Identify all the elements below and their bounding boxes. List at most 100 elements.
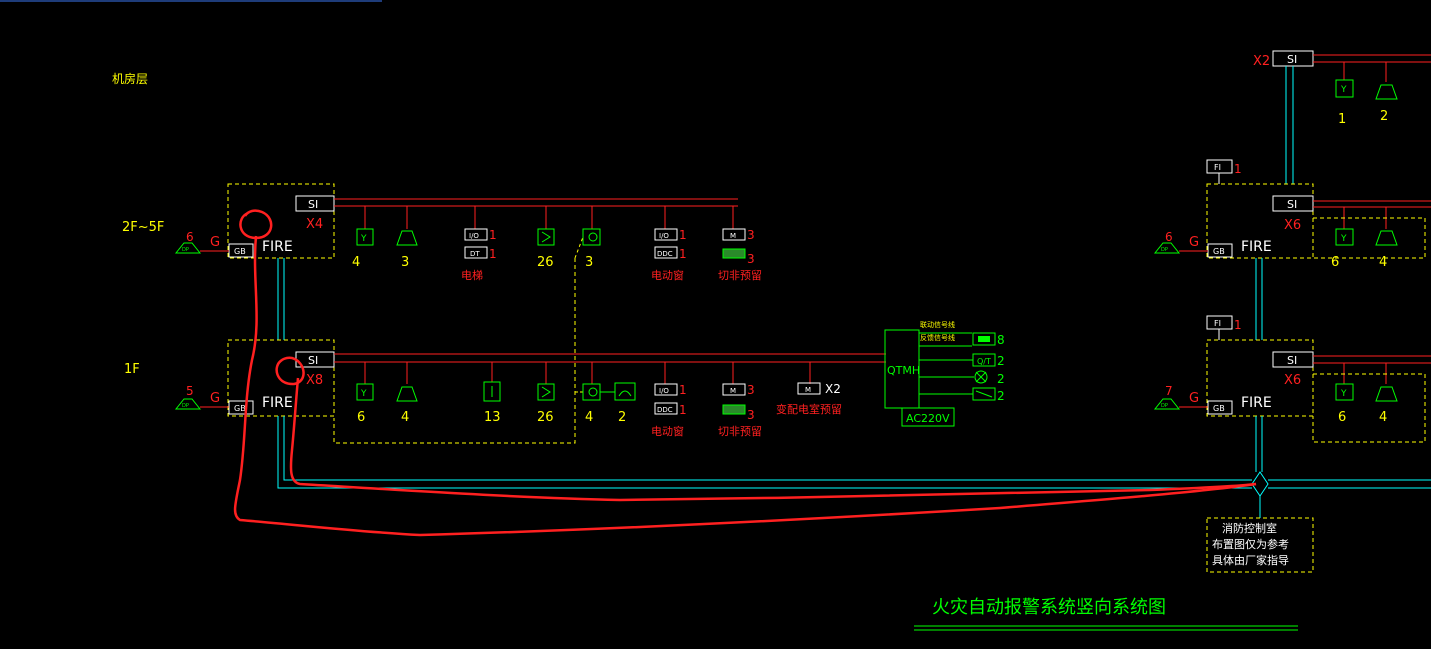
fire-panel-label: FIRE	[262, 395, 293, 411]
alarm-bell-icon	[582, 228, 601, 246]
upper-device-row: Y 4 3 I/O 1 DT 1 电梯 26 3 I/O 1 DDC 1 电动窗…	[352, 206, 762, 282]
dp-count: 5	[186, 384, 194, 398]
dp-count: 7	[1165, 384, 1173, 398]
ddc-module-icon	[654, 246, 678, 259]
ddc-count: 1	[679, 247, 687, 261]
display-device-icon	[972, 387, 996, 401]
heat-count: 2	[1380, 109, 1388, 124]
annotation-circle	[275, 356, 305, 386]
left-upper-panel: SI X4 FIRE GB G DP 6	[174, 183, 335, 259]
heat-detector-icon	[1375, 84, 1398, 100]
phone-count: 2	[618, 410, 626, 425]
io-count: 1	[679, 383, 687, 397]
fi-count: 1	[1234, 318, 1242, 332]
svg-text:Y: Y	[1340, 234, 1347, 244]
m-count: 3	[747, 383, 755, 397]
panel-tag: X4	[306, 217, 323, 232]
fan-count: 3	[747, 408, 755, 422]
display-count: 2	[997, 389, 1005, 403]
ddc-label: DDC	[657, 406, 673, 414]
smoke-detector-icon	[1335, 79, 1354, 98]
qt-label: Q/T	[977, 357, 991, 366]
fan-icon	[722, 248, 746, 259]
right-lower-panel: FI 1 SI X6 FIRE GB G DP 7 Y 6 4	[1153, 315, 1431, 472]
panel-tag: X6	[1284, 373, 1301, 388]
output-device-icon	[972, 332, 996, 346]
fire-control-room-box: 消防控制室 布置图仅为参考 具体由厂家指导	[1206, 517, 1314, 573]
m-label: M	[805, 386, 811, 394]
floor-label-machine-room: 机房层	[112, 71, 148, 86]
smoke-count: 1	[1338, 112, 1346, 127]
fi-label: FI	[1214, 319, 1221, 328]
io-module-icon	[654, 383, 678, 396]
m-module-icon	[722, 383, 746, 396]
heat-count: 4	[1379, 410, 1387, 425]
smoke-count: 6	[1331, 255, 1339, 270]
fan-count: 3	[747, 252, 755, 266]
io-module-icon	[464, 228, 488, 241]
svg-text:Y: Y	[360, 234, 367, 244]
top-bar	[0, 0, 382, 2]
svg-text:Y: Y	[1340, 85, 1347, 95]
svg-text:Y: Y	[1340, 389, 1347, 399]
g-label: G	[210, 235, 220, 250]
panel-tag: X6	[1284, 218, 1301, 233]
m-count: 3	[747, 228, 755, 242]
si-box-label: SI	[308, 198, 318, 211]
dp-count: 6	[1165, 230, 1173, 244]
smoke-detector-icon	[356, 228, 374, 246]
fire-panel-label: FIRE	[262, 239, 293, 255]
qt-count: 2	[997, 354, 1005, 368]
fan-icon	[722, 404, 746, 415]
dp-label: DP	[182, 403, 189, 409]
io-module-icon	[654, 228, 678, 241]
window-label: 电动窗	[651, 268, 684, 282]
io-count: 1	[679, 228, 687, 242]
panel-tag: X8	[306, 373, 323, 388]
heat-count: 4	[1379, 255, 1387, 270]
right-top-node: X2 SI Y 1 2	[1253, 50, 1431, 184]
left-lower-panel: SI X8 FIRE GB G DP 5	[174, 339, 335, 417]
gb-label: GB	[1213, 404, 1225, 413]
m-module-icon	[722, 228, 746, 241]
ddc-module-icon	[654, 402, 678, 415]
bell-count: 3	[585, 255, 593, 270]
floor-label-1f: 1F	[124, 362, 140, 377]
light-icon	[974, 370, 988, 384]
cutoff-label: 切非预留	[718, 269, 762, 282]
floor-label-2f-5f: 2F~5F	[122, 220, 164, 235]
ddc-count: 1	[679, 403, 687, 417]
fire-panel-label: FIRE	[1241, 395, 1272, 411]
g-label: G	[210, 391, 220, 406]
io-label: I/O	[659, 387, 669, 395]
annotation-line	[233, 235, 1257, 537]
g-label: G	[1189, 235, 1199, 250]
hydrant-count: 26	[537, 410, 554, 425]
smoke-detector-icon	[1335, 228, 1354, 246]
hydrant-button-icon	[537, 383, 555, 401]
heat-detector-icon	[396, 230, 418, 246]
si-box-label: SI	[1287, 53, 1297, 66]
bell-count: 4	[585, 410, 593, 425]
dp-count: 6	[186, 230, 194, 244]
right-upper-panel: FI 1 SI X6 FIRE GB G DP 6 Y 6 4	[1153, 159, 1431, 340]
si-box-label: SI	[308, 354, 318, 367]
io-label: I/O	[659, 232, 669, 240]
lower-device-row: Y 6 4 13 26 4 2 I/O 1 DDC 1 电动窗 M 3	[356, 362, 842, 438]
fi-label: FI	[1214, 163, 1221, 172]
cutoff-label: 切非预留	[718, 425, 762, 438]
elevator-label: 电梯	[461, 269, 483, 282]
qtmh-label: QTMH	[887, 364, 920, 377]
heat-detector-icon	[1375, 230, 1398, 246]
qtmh-panel: QTMH AC220V 联动信号线 反馈信号线 8 Q/T 2 2 2	[884, 320, 1005, 427]
control-room-line: 消防控制室	[1222, 521, 1277, 535]
hydrant-button-icon	[537, 228, 555, 246]
gb-label: GB	[1213, 247, 1225, 256]
g-label: G	[1189, 391, 1199, 406]
dp-label: DP	[182, 247, 189, 253]
control-room-line: 具体由厂家指导	[1212, 553, 1289, 567]
gb-label: GB	[234, 247, 246, 256]
gb-label: GB	[234, 404, 246, 413]
smoke-count: 6	[357, 410, 365, 425]
